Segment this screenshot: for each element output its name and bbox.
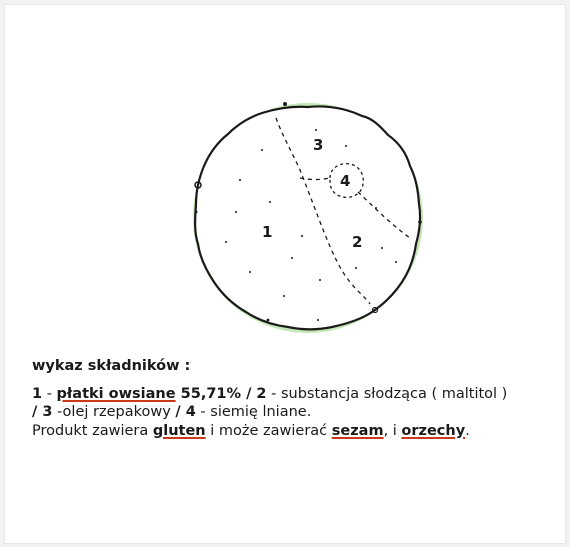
region-label-2: 2 [352,233,362,251]
allergen-line: Produkt zawiera gluten i może zawierać s… [32,422,552,441]
crumb [283,102,287,106]
region-label-1: 1 [262,223,272,241]
ingredients-section: wykaz składników : 1 - płatki owsiane 55… [32,357,552,440]
allergen-comma: , i [384,423,402,439]
crumb [418,220,422,224]
ingredients-line-1: 1 - płatki owsiane 55,71% / 2 - substanc… [32,385,552,404]
allergen-gluten: gluten [153,423,206,439]
allergen-nuts: orzechy [401,423,465,439]
crumb [195,211,198,214]
allergen-sesame: sezam [332,423,384,439]
number-1: 1 [32,386,42,402]
ingredient-flaxseed: - siemię lniane. [196,404,312,420]
ingredient-oats: płatki owsiane [57,386,176,402]
region-label-4: 4 [340,172,350,190]
ingredients-line-2: / 3 -olej rzepakowy / 4 - siemię lniane. [32,403,552,422]
oats-percentage: 55,71% / 2 [176,386,267,402]
number-3: / 3 [32,404,52,420]
number-4: / 4 [175,404,195,420]
allergen-prefix: Produkt zawiera [32,423,153,439]
separator: - [42,386,56,402]
allergen-mid: i może zawierać [206,423,332,439]
ingredient-oil: -olej rzepakowy [52,404,175,420]
ingredient-sweetener: - substancja słodząca ( maltitol ) [267,386,508,402]
region-label-3: 3 [313,136,323,154]
cookie-outline [195,106,420,329]
cookie-diagram: 1 2 3 4 [0,0,570,345]
allergen-end: . [465,423,470,439]
ingredients-heading: wykaz składników : [32,357,552,376]
